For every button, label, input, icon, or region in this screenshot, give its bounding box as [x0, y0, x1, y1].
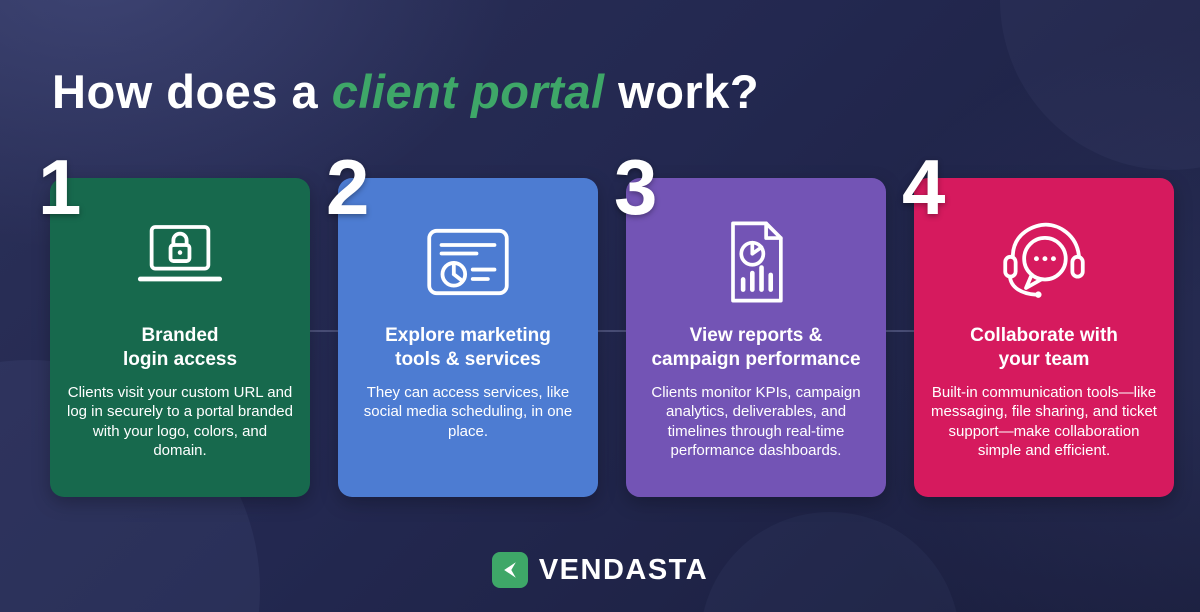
laptop-lock-icon: [128, 214, 232, 310]
footer-brand: VENDASTA: [0, 552, 1200, 588]
title-suffix: work?: [604, 65, 760, 118]
step-number: 3: [614, 143, 657, 231]
report-chart-icon: [710, 214, 802, 310]
step-title: Explore marketing tools & services: [385, 325, 551, 370]
step-description: They can access services, like social me…: [363, 383, 573, 440]
step-description: Clients monitor KPIs, campaign analytics…: [651, 383, 861, 460]
step-description: Built-in communication tools—like messag…: [931, 383, 1157, 460]
marketing-tools-icon: [416, 214, 520, 310]
title-highlight: client portal: [331, 65, 605, 118]
step-number: 4: [902, 143, 945, 231]
background-blob: [1000, 0, 1200, 170]
step-description: Clients visit your custom URL and log in…: [67, 383, 293, 460]
brand-wordmark: VENDASTA: [538, 553, 709, 586]
step-connector-line: [58, 330, 1142, 332]
step-title: Branded login access: [122, 325, 238, 370]
step-number: 2: [326, 143, 369, 231]
vendasta-logo-icon: [491, 552, 528, 588]
step-card-collaborate: 4 Collaborate with your team: [902, 148, 1174, 497]
title-prefix: How does a: [52, 65, 332, 118]
page-title: How does a client portal work?: [52, 64, 759, 119]
step-card-branded-login: 1 Branded login access Clients visit you…: [38, 148, 310, 497]
headset-chat-icon: [992, 214, 1096, 310]
step-card-marketing-tools: 2 Explore marketing tools & services The…: [326, 148, 598, 497]
step-title: View reports & campaign performance: [651, 325, 861, 370]
step-number: 1: [38, 143, 81, 231]
step-title: Collaborate with your team: [970, 325, 1118, 370]
step-card-view-reports: 3 View reports & campaign performance C: [614, 148, 886, 497]
